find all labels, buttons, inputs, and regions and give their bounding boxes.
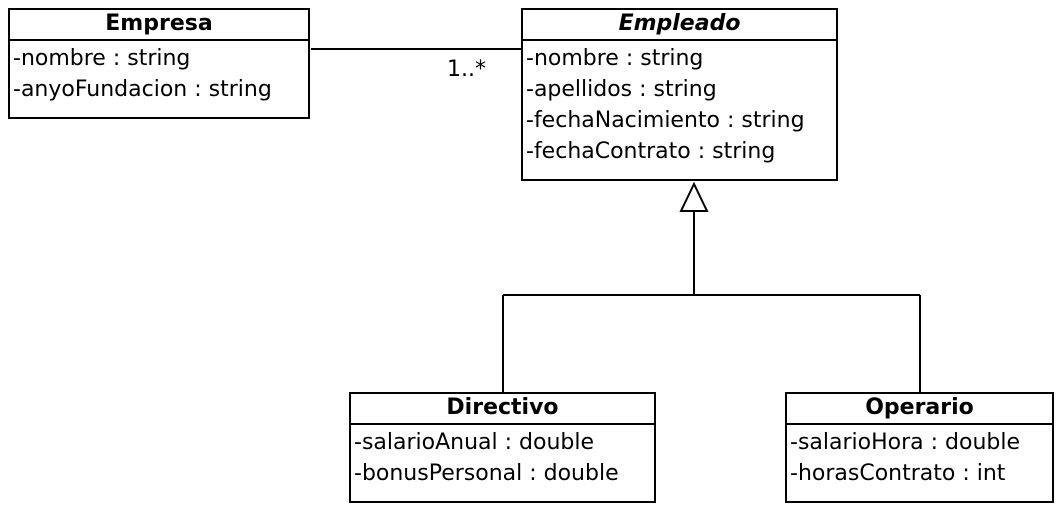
attribute-list: -salarioAnual : double -bonusPersonal : … bbox=[351, 425, 654, 489]
attribute: -fechaContrato : string bbox=[526, 139, 776, 164]
class-operario[interactable]: Operario -salarioHora : double -horasCon… bbox=[785, 392, 1054, 503]
attribute: -fechaNacimiento : string bbox=[526, 108, 805, 133]
attribute: -salarioHora : double bbox=[790, 430, 1021, 455]
class-name: Directivo bbox=[351, 394, 654, 425]
attribute: -anyoFundacion : string bbox=[13, 77, 272, 102]
attribute: -salarioAnual : double bbox=[354, 430, 595, 455]
attribute: -bonusPersonal : double bbox=[354, 461, 619, 486]
association-multiplicity: 1..* bbox=[447, 57, 486, 82]
class-name: Empleado bbox=[523, 10, 836, 41]
attribute: -nombre : string bbox=[526, 46, 704, 71]
class-name: Empresa bbox=[10, 10, 308, 41]
attribute: -horasContrato : int bbox=[790, 461, 1006, 486]
class-empresa[interactable]: Empresa -nombre : string -anyoFundacion … bbox=[8, 8, 310, 119]
attribute-list: -salarioHora : double -horasContrato : i… bbox=[787, 425, 1052, 489]
attribute: -apellidos : string bbox=[526, 77, 717, 102]
attribute-list: -nombre : string -apellidos : string -fe… bbox=[523, 41, 836, 167]
attribute: -nombre : string bbox=[13, 46, 191, 71]
class-name: Operario bbox=[787, 394, 1052, 425]
generalization-arrowhead bbox=[679, 181, 709, 212]
class-empleado[interactable]: Empleado -nombre : string -apellidos : s… bbox=[521, 8, 838, 181]
attribute-list: -nombre : string -anyoFundacion : string bbox=[10, 41, 308, 105]
class-directivo[interactable]: Directivo -salarioAnual : double -bonusP… bbox=[349, 392, 656, 503]
